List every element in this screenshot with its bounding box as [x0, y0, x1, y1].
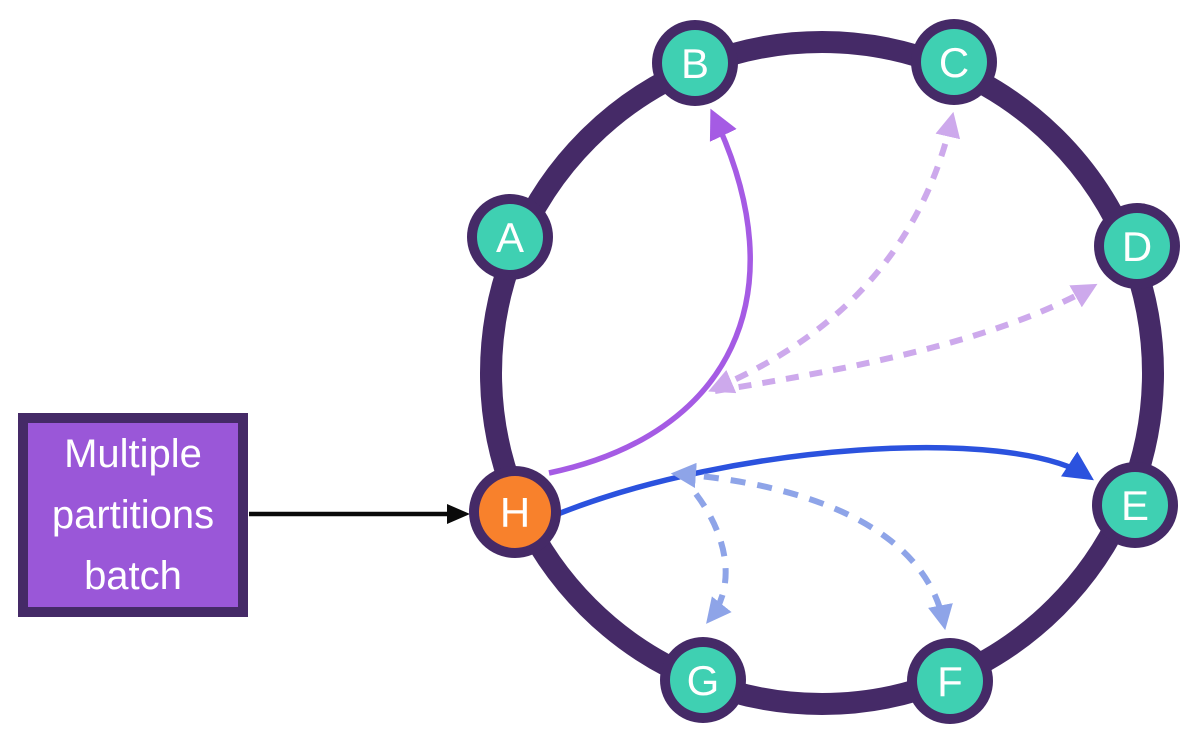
batch-annotation-line-2: partitions [51, 492, 215, 537]
node-b: B [652, 20, 738, 106]
node-h-label: H [500, 489, 530, 536]
cluster-ring [480, 31, 1164, 715]
node-g-label: G [687, 657, 720, 704]
node-c-label: C [939, 39, 969, 86]
batch-annotation-line-3: batch [84, 553, 182, 598]
edge-h-to-b [548, 108, 753, 476]
node-d: D [1094, 203, 1180, 289]
edge-h-to-d [714, 283, 1098, 394]
edge-h-to-c [708, 111, 961, 394]
node-a-label: A [496, 214, 524, 261]
edge-h-to-g [693, 492, 732, 624]
node-f: F [907, 638, 993, 724]
batch-annotation-line-1: Multiple [64, 431, 202, 476]
node-f-label: F [937, 658, 963, 705]
node-b-label: B [681, 40, 709, 87]
node-c: C [911, 19, 997, 105]
edge-h-to-e [556, 444, 1094, 517]
batch-annotation-box: Multiple partitions batch [18, 413, 248, 617]
node-a: A [467, 194, 553, 280]
node-g: G [660, 637, 746, 723]
box-to-h-arrow [249, 504, 470, 524]
node-d-label: D [1122, 223, 1152, 270]
node-e: E [1092, 462, 1178, 548]
node-h: H [469, 466, 561, 558]
node-e-label: E [1121, 482, 1149, 529]
